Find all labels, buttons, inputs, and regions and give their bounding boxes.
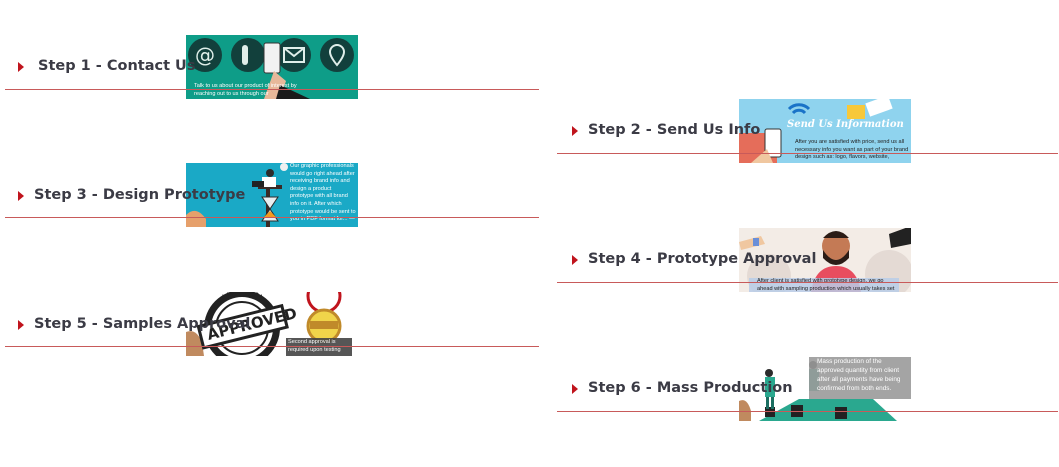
step-title: Step 1 - Contact Us	[38, 58, 196, 74]
step-divider	[5, 89, 539, 90]
thumb-heading: Send Us Information	[787, 119, 904, 130]
svg-text:@: @	[195, 43, 215, 67]
mass-production-image: Mass production of the approved quantity…	[739, 357, 911, 421]
step-title: Step 6 - Mass Production	[588, 380, 793, 396]
thumb-caption: Second approval is required upon testing	[288, 339, 341, 353]
step-title: Step 5 - Samples Approval	[34, 316, 251, 332]
caret-right-icon	[18, 320, 24, 330]
step-title: Step 2 - Send Us Info	[588, 122, 761, 138]
samples-approval-image: · APPROVED · APPROVED Second approval is…	[186, 292, 352, 356]
step-divider	[5, 217, 539, 218]
thumb-caption: After client is satisfied with prototype…	[757, 278, 895, 292]
step-divider	[5, 346, 539, 347]
caret-right-icon	[18, 62, 24, 72]
step-divider	[557, 153, 1058, 154]
stamp-arc-text: · APPROVED ·	[222, 293, 263, 299]
send-info-image: Send Us Information After you are satisf…	[739, 99, 911, 163]
caret-right-icon	[572, 384, 578, 394]
step-title: Step 3 - Design Prototype	[34, 187, 246, 203]
step-divider	[557, 411, 1058, 412]
prototype-approval-image: After client is satisfied with prototype…	[739, 228, 911, 292]
contact-us-image: @ Talk to us about our product of intere…	[186, 35, 358, 99]
caret-right-icon	[572, 255, 578, 265]
thumb-caption: Our graphic professionals would go right…	[290, 163, 356, 223]
caret-right-icon	[18, 191, 24, 201]
thumb-caption: Mass production of the approved quantity…	[817, 358, 901, 392]
step-title: Step 4 - Prototype Approval	[588, 251, 817, 267]
step-divider	[557, 282, 1058, 283]
thumb-caption: After you are satisfied with price, send…	[795, 139, 909, 161]
design-prototype-image: Our graphic professionals would go right…	[186, 163, 358, 227]
thumb-caption: Talk to us about our product of interest…	[194, 83, 297, 97]
caret-right-icon	[572, 126, 578, 136]
